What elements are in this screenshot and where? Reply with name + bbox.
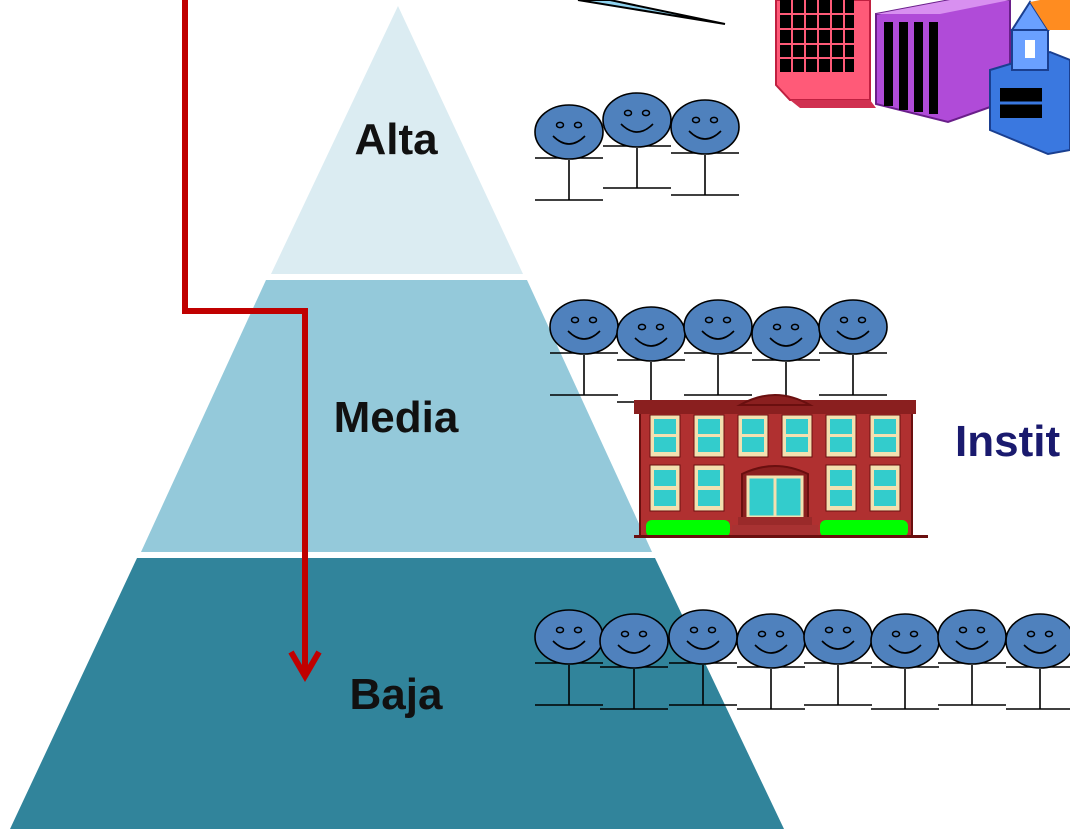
pyramid-tier-alta — [271, 6, 523, 274]
pyramid-tier-media — [141, 280, 652, 552]
city-buildings-icon — [775, 0, 1070, 156]
callout-pointer — [577, 0, 726, 25]
person-icon — [599, 613, 669, 710]
person-icon — [751, 306, 821, 403]
person-icon — [549, 299, 619, 396]
person-icon — [937, 609, 1007, 706]
person-icon — [683, 299, 753, 396]
person-icon — [602, 92, 672, 189]
arrow-line — [182, 0, 308, 675]
institution-building-icon — [634, 394, 928, 538]
person-icon — [534, 609, 604, 706]
person-icon — [803, 609, 873, 706]
red-arrow-connector — [182, 0, 322, 682]
person-icon — [736, 613, 806, 710]
people-group-baja — [534, 609, 1070, 710]
level-label-media: Media — [334, 393, 459, 442]
person-icon — [870, 613, 940, 710]
person-icon — [534, 104, 604, 201]
person-icon — [818, 299, 888, 396]
level-label-alta: Alta — [354, 115, 438, 164]
person-icon — [668, 609, 738, 706]
person-icon — [670, 99, 740, 196]
people-group-media — [549, 299, 888, 403]
person-icon — [616, 306, 686, 403]
level-label-baja: Baja — [350, 670, 443, 719]
arrow-head-icon — [288, 650, 322, 682]
institution-label: Instit — [955, 417, 1060, 466]
person-icon — [1005, 613, 1070, 710]
people-group-alta — [534, 92, 740, 201]
